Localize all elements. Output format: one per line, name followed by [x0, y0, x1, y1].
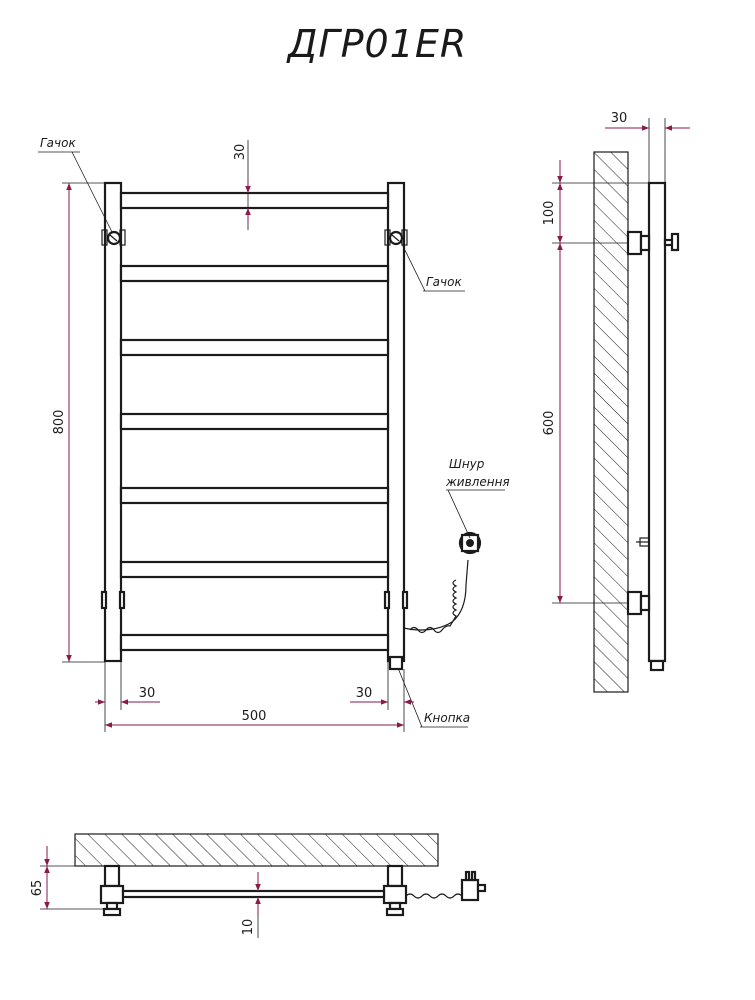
- dim-side-offset: 30: [611, 111, 628, 126]
- leader-hook-left: [71, 151, 113, 233]
- hook-left-icon: [101, 229, 126, 246]
- bracket-right: [386, 864, 404, 888]
- dim-top-depth: 65: [30, 880, 45, 897]
- dim-top-bar: 10: [241, 919, 256, 936]
- top-view: 65 10: [30, 833, 487, 938]
- dim-side-mount: 600: [542, 411, 557, 436]
- leader-button: [397, 667, 423, 728]
- mount-top: [626, 230, 643, 256]
- crossbar: [119, 191, 390, 210]
- drawing-title: ДГР01ER: [287, 22, 468, 66]
- right-post: [386, 181, 406, 663]
- dim-side-top: 100: [542, 201, 557, 226]
- dim-front-top-gap: 30: [233, 144, 248, 161]
- label-button: Кнопка: [424, 711, 470, 725]
- dim-front-height: 800: [52, 410, 67, 435]
- wall-section: [593, 151, 629, 693]
- crossbar: [119, 486, 390, 505]
- mount-bottom: [626, 590, 643, 616]
- hook-right-icon: [384, 229, 408, 246]
- bottom-brackets: [100, 590, 409, 610]
- label-hook-left: Гачок: [40, 136, 76, 150]
- dim-front-right-post: 30: [356, 686, 373, 701]
- left-post: [103, 181, 123, 663]
- crossbars: [119, 191, 390, 652]
- crossbar: [119, 560, 390, 579]
- bracket-left: [103, 864, 121, 888]
- label-cord-line2: живлення: [445, 475, 510, 489]
- dim-front-width: 500: [242, 709, 267, 724]
- front-view: 30 800 30 30 500 Гачок Гачок Шнур живлен: [38, 136, 510, 732]
- crossbar: [119, 264, 390, 283]
- label-hook-right: Гачок: [426, 275, 462, 289]
- wall-section-top: [74, 833, 439, 867]
- leader-hook-right: [399, 239, 426, 292]
- side-post: [647, 181, 667, 663]
- crossbar: [119, 338, 390, 357]
- crossbar: [119, 412, 390, 431]
- button-cap: [388, 655, 404, 671]
- cord-top-icon: [405, 893, 463, 899]
- side-view: 30 100 600: [542, 111, 690, 693]
- power-cord-icon: [403, 531, 482, 634]
- leader-cord: [447, 489, 471, 539]
- top-bar: [121, 889, 386, 899]
- crossbar: [119, 633, 390, 652]
- dim-front-left-post: 30: [139, 686, 156, 701]
- side-post-cap: [649, 659, 665, 672]
- label-cord-line1: Шнур: [449, 457, 485, 471]
- plug-icon: [460, 878, 480, 902]
